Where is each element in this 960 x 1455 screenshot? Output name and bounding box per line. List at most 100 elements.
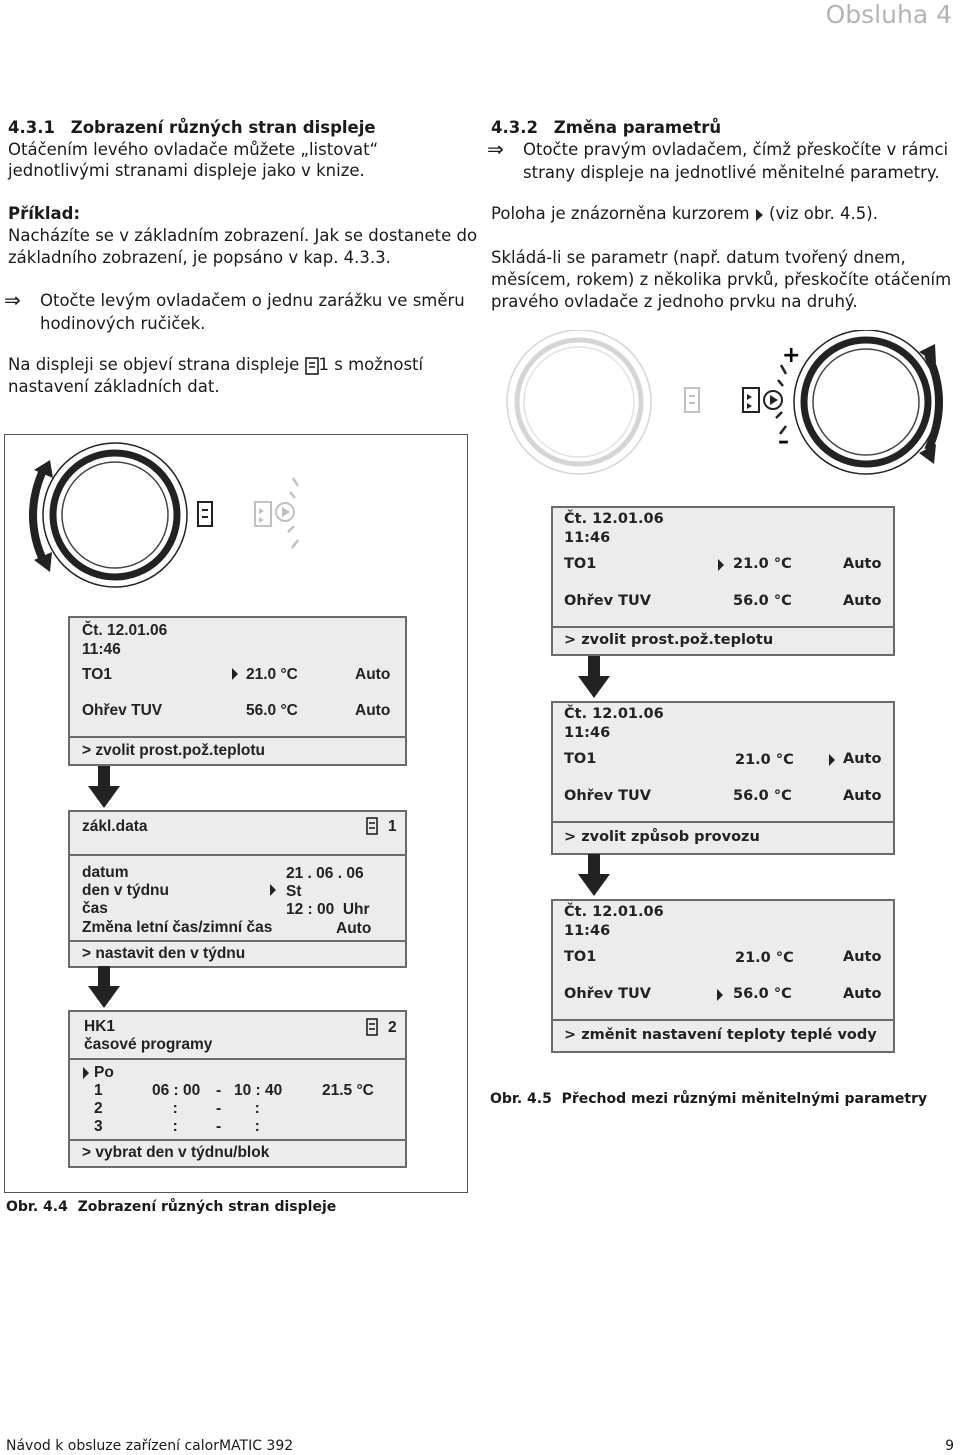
compound-line-2: měsícem, rokem) z několika prvků, přesko… — [491, 270, 952, 289]
rotate-arrow-icon — [29, 460, 53, 572]
lcd-row1-mode: Auto — [843, 949, 882, 965]
step-line-2: hodinových ručiček. — [40, 314, 206, 333]
play-circle-icon — [275, 502, 295, 522]
lcd-row2-label: Ohřev TUV — [564, 593, 652, 609]
lcd-row2-mode: Auto — [843, 593, 882, 609]
lcd-block-temp: 21.5 °C — [322, 1082, 374, 1099]
lcd-separator — [70, 1058, 405, 1060]
cursor-triangle-icon — [829, 754, 835, 766]
intro-line-2: jednotlivými stranami displeje jako v kn… — [8, 161, 365, 180]
example-line-1: Nacházíte se v základním zobrazení. Jak … — [8, 226, 478, 245]
lcd-row1-label: TO1 — [564, 949, 597, 965]
menu-page-icon — [366, 817, 378, 835]
dial-tick-icon — [775, 364, 788, 435]
lcd-param-value: 21 . 06 . 06 — [286, 865, 364, 882]
lcd-separator — [70, 1139, 405, 1141]
menu-page-icon — [366, 1018, 378, 1036]
lcd-separator — [553, 821, 893, 823]
section-title: Zobrazení různých stran displeje — [70, 118, 376, 137]
result-text-a: Na displeji se objeví strana displeje — [8, 355, 300, 374]
cursor-triangle-icon — [718, 559, 724, 571]
lcd-circuit-title: HK1 — [84, 1018, 116, 1035]
result-line-1: Na displeji se objeví strana displeje 1 … — [8, 353, 423, 376]
menu-page-icon — [684, 387, 700, 413]
lcd-separator — [70, 736, 405, 738]
lcd-date: Čt. 12.01.06 — [82, 622, 168, 639]
cursor-triangle-icon — [755, 208, 763, 221]
lcd-date: Čt. 12.01.06 — [564, 706, 664, 722]
lcd-row1-value: 21.0 °C — [735, 950, 794, 966]
lcd-screen-param-2: Čt. 12.01.06 11:46 TO1 21.0 °C Auto Ohře… — [551, 701, 895, 855]
lcd-row1-mode: Auto — [355, 666, 391, 683]
lcd-row2-mode: Auto — [355, 702, 391, 719]
section-number: 4.3.1 — [8, 118, 55, 137]
lcd-row2-label: Ohřev TUV — [82, 702, 163, 719]
lcd-param-label: Změna letní čas/zimní čas — [82, 919, 273, 936]
caption-number: Obr. 4.4 — [6, 1199, 68, 1215]
lcd-separator — [70, 854, 405, 856]
lcd-block-number: 3 — [94, 1118, 103, 1135]
lcd-separator — [70, 940, 405, 942]
lcd-screen-basic-data: zákl.data 1 datum 21 . 06 . 06 den v týd… — [68, 810, 407, 968]
lcd-row2-value: 56.0 °C — [733, 986, 792, 1002]
lcd-block-dash: - — [216, 1118, 222, 1135]
caption-text: Přechod mezi různými měnitelnými paramet… — [561, 1091, 928, 1107]
rotate-arrow-icon — [919, 344, 943, 464]
cursor-page-icon — [742, 387, 760, 413]
example-label: Příklad: — [8, 204, 81, 223]
right-step: ⇒ Otočte pravým ovladačem, čímž přeskočí… — [487, 138, 948, 184]
menu-page-icon — [304, 356, 319, 375]
left-knob-icon — [42, 442, 188, 588]
figure-4-4-frame — [4, 434, 468, 1193]
lcd-block-to: : — [246, 1118, 269, 1135]
right-knob-icon — [793, 330, 939, 475]
cursor-page-icon — [254, 501, 272, 527]
lcd-row1-value: 21.0 °C — [246, 666, 298, 683]
caption-text: Zobrazení různých stran displeje — [77, 1199, 337, 1215]
lcd-time: 11:46 — [564, 725, 611, 741]
cursor-triangle-icon — [717, 989, 723, 1001]
lcd-hint: > změnit nastavení teploty teplé vody — [564, 1027, 877, 1043]
lcd-hint: > nastavit den v týdnu — [82, 945, 246, 962]
lcd-hint: > zvolit prost.pož.teplotu — [82, 742, 265, 759]
section-number: 4.3.2 — [491, 118, 538, 137]
lcd-row1-label: TO1 — [564, 751, 597, 767]
lcd-time: 11:46 — [564, 530, 611, 546]
cursor-triangle-icon — [270, 884, 276, 896]
lcd-block-number: 2 — [94, 1100, 103, 1117]
lcd-hint: > zvolit způsob provozu — [564, 829, 760, 845]
lcd-page-title: zákl.data — [82, 818, 148, 835]
knob-plus-label: + — [782, 343, 800, 368]
lcd-param-label: datum — [82, 864, 129, 881]
lcd-screen-param-1: Čt. 12.01.06 11:46 TO1 21.0 °C Auto Ohře… — [551, 506, 895, 656]
step-line-1: Otočte levým ovladačem o jednu zarážku v… — [40, 291, 465, 310]
figure-4-4-caption: Obr. 4.4 Zobrazení různých stran displej… — [6, 1199, 336, 1215]
figure-4-5-caption: Obr. 4.5 Přechod mezi různými měnitelným… — [490, 1091, 927, 1107]
lcd-block-from: : — [164, 1100, 187, 1117]
lcd-block-to: : — [246, 1100, 269, 1117]
right-step-line-1: Otočte pravým ovladačem, čímž přeskočíte… — [523, 140, 949, 159]
lcd-date: Čt. 12.01.06 — [564, 904, 664, 920]
lcd-param-value: 12 : 00 Uhr — [286, 901, 370, 918]
lcd-date: Čt. 12.01.06 — [564, 511, 664, 527]
lcd-block-from: 06 : 00 — [152, 1082, 201, 1099]
cursor-triangle-icon — [83, 1067, 89, 1079]
lcd-param-label: den v týdnu — [82, 882, 169, 899]
lcd-row2-value: 56.0 °C — [246, 702, 298, 719]
cursor-line: Poloha je znázorněna kurzorem (viz obr. … — [491, 202, 878, 225]
dial-tick-icon — [287, 477, 300, 549]
lcd-row2-mode: Auto — [843, 986, 882, 1002]
section-4-3-2: 4.3.2 Změna parametrů — [491, 116, 721, 139]
lcd-row1-label: TO1 — [82, 666, 112, 683]
lcd-block-dash: - — [216, 1082, 222, 1099]
right-knob-illustration: + – — [506, 330, 943, 475]
cursor-triangle-icon — [232, 668, 238, 680]
footer-page-number: 9 — [945, 1438, 954, 1454]
menu-page-icon — [197, 501, 213, 527]
lcd-block-to: 10 : 40 — [234, 1082, 283, 1099]
lcd-time: 11:46 — [82, 641, 121, 658]
down-arrow-icon — [578, 656, 610, 698]
lcd-block-from: : — [164, 1118, 187, 1135]
play-circle-icon — [763, 390, 783, 410]
implies-arrow-icon: ⇒ — [487, 137, 504, 161]
